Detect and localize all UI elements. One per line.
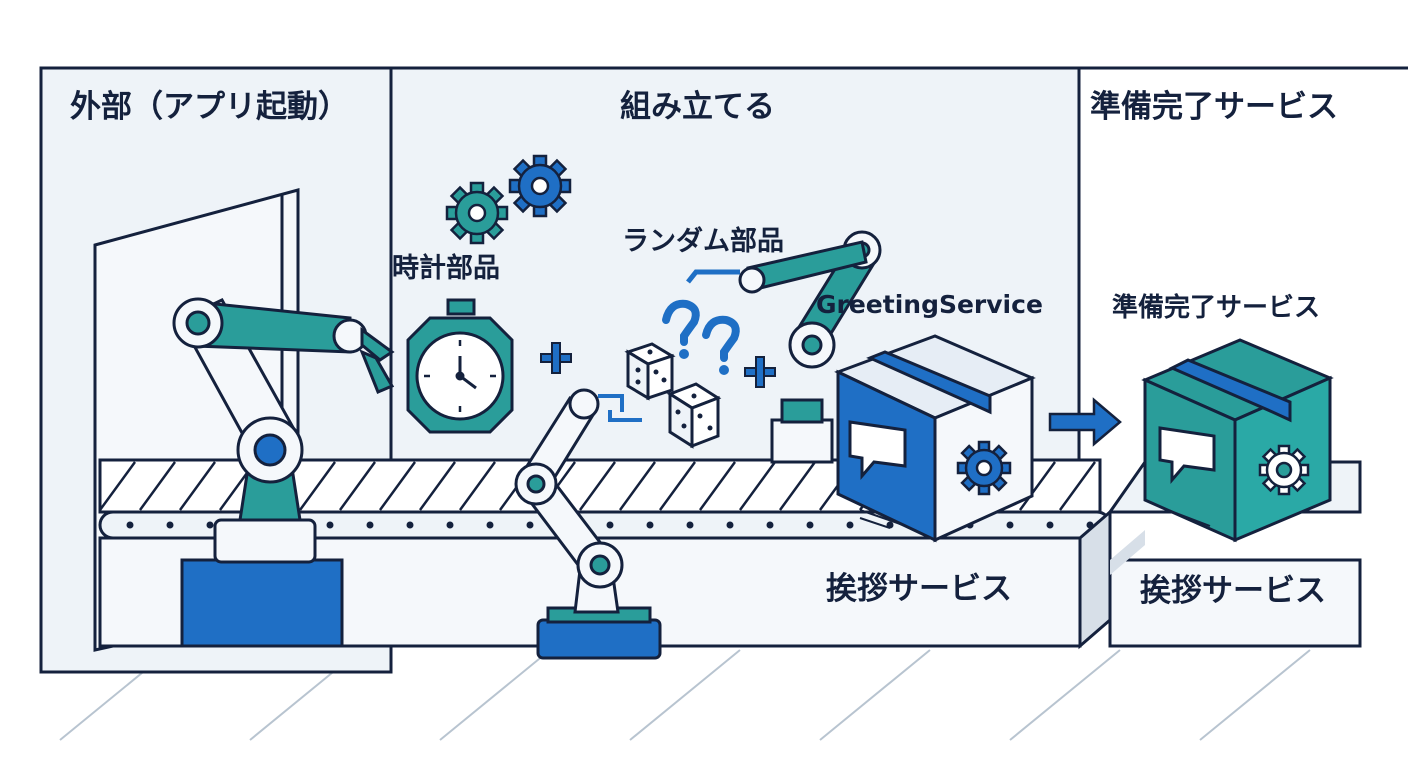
arrow-right-icon (1048, 397, 1122, 447)
plus-icon (540, 342, 572, 374)
zone-ready-title: 準備完了サービス (1090, 89, 1338, 125)
greeting-service-label: GreetingService (816, 290, 1043, 319)
ready-platform-label: 挨拶サービス (1140, 573, 1326, 609)
question-mark-icon (662, 299, 740, 362)
greeting-service-box (834, 334, 1036, 543)
robot-arm-upper (686, 230, 882, 464)
question-mark-dot (679, 349, 729, 375)
gear-icon (445, 181, 509, 245)
zone-assemble-title: 組み立てる (620, 89, 775, 125)
random-part-label: ランダム部品 (622, 226, 784, 257)
gear-icon (1258, 444, 1310, 496)
clock-part-label: 時計部品 (392, 253, 500, 284)
robot-arm-clock (172, 297, 395, 564)
clock-icon (406, 298, 514, 434)
ready-service-box (1141, 338, 1334, 543)
zone-external-title: 外部（アプリ起動） (70, 89, 349, 125)
ready-box-label: 準備完了サービス (1112, 293, 1321, 323)
gear-icon (956, 440, 1012, 496)
plus-icon (744, 356, 776, 388)
conveyor-service-label: 挨拶サービス (826, 571, 1012, 607)
robot-arm-dice (514, 388, 662, 660)
dice-icon (624, 342, 676, 401)
dice-icon (666, 382, 722, 449)
gear-icon (508, 154, 572, 218)
